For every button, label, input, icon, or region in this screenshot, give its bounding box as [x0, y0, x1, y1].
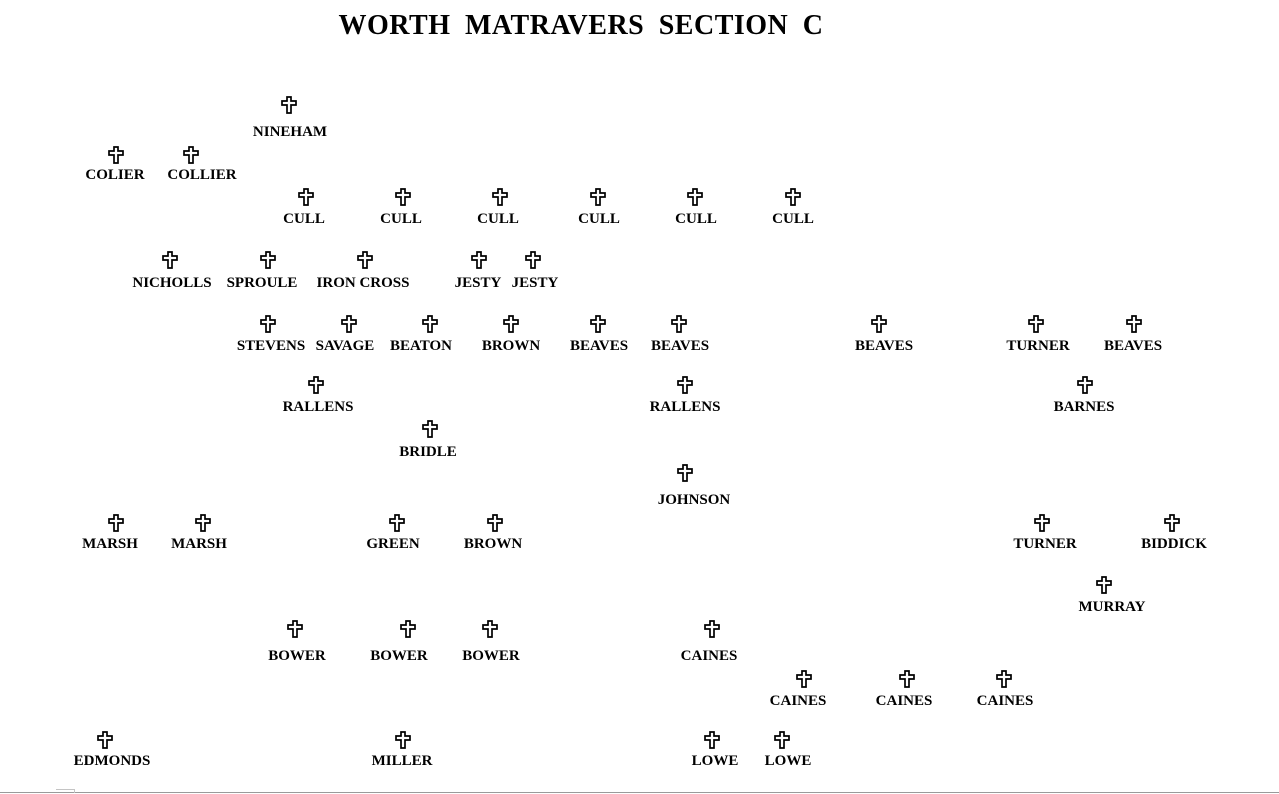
- grave-name: RALLENS: [282, 399, 354, 415]
- grave-name: JESTY: [511, 275, 559, 291]
- grave-name: SPROULE: [226, 275, 298, 291]
- cross-icon: [703, 620, 721, 638]
- grave-name: MILLER: [371, 753, 433, 769]
- grave-name: BROWN: [463, 536, 523, 552]
- cross-icon: [421, 420, 439, 438]
- cross-icon: [481, 620, 499, 638]
- grave-name: CULL: [675, 211, 717, 227]
- grave-name: COLLIER: [167, 167, 237, 183]
- cross-icon: [589, 188, 607, 206]
- cross-icon: [107, 146, 125, 164]
- grave-name: MURRAY: [1078, 599, 1146, 615]
- cross-icon: [670, 315, 688, 333]
- cross-icon: [307, 376, 325, 394]
- cross-icon: [773, 731, 791, 749]
- grave-name: BOWER: [268, 648, 326, 664]
- cross-icon: [524, 251, 542, 269]
- grave-name: BEAVES: [854, 338, 914, 354]
- cross-icon: [470, 251, 488, 269]
- page-edge: [0, 792, 1279, 793]
- cross-icon: [388, 514, 406, 532]
- grave-name: SAVAGE: [315, 338, 375, 354]
- cross-icon: [1027, 315, 1045, 333]
- grave-name: LOWE: [691, 753, 739, 769]
- grave-name: BOWER: [462, 648, 520, 664]
- grave-name: CAINES: [976, 693, 1034, 709]
- cross-icon: [589, 315, 607, 333]
- cross-icon: [491, 188, 509, 206]
- grave-name: JESTY: [454, 275, 502, 291]
- grave-name: CULL: [772, 211, 814, 227]
- cross-icon: [676, 376, 694, 394]
- grave-name: MARSH: [82, 536, 138, 552]
- grave-name: CULL: [380, 211, 422, 227]
- cross-icon: [394, 188, 412, 206]
- grave-name: BEAVES: [1103, 338, 1163, 354]
- grave-name: CULL: [283, 211, 325, 227]
- grave-name: CAINES: [680, 648, 738, 664]
- cross-icon: [356, 251, 374, 269]
- map-title: WORTH MATRAVERS SECTION C: [338, 10, 824, 41]
- cross-icon: [502, 315, 520, 333]
- cross-icon: [784, 188, 802, 206]
- cross-icon: [486, 514, 504, 532]
- cross-icon: [686, 188, 704, 206]
- grave-name: EDMONDS: [73, 753, 151, 769]
- cross-icon: [676, 464, 694, 482]
- grave-name: RALLENS: [649, 399, 721, 415]
- cross-icon: [280, 96, 298, 114]
- cross-icon: [795, 670, 813, 688]
- grave-name: TURNER: [1006, 338, 1070, 354]
- page-corner: [56, 789, 75, 793]
- grave-name: IRON CROSS: [316, 275, 410, 291]
- cross-icon: [1095, 576, 1113, 594]
- cross-icon: [399, 620, 417, 638]
- cross-icon: [286, 620, 304, 638]
- cross-icon: [1125, 315, 1143, 333]
- cross-icon: [96, 731, 114, 749]
- grave-name: BEAVES: [569, 338, 629, 354]
- cross-icon: [161, 251, 179, 269]
- cross-icon: [259, 251, 277, 269]
- grave-name: BIDDICK: [1141, 536, 1207, 552]
- grave-name: CULL: [578, 211, 620, 227]
- grave-name: NINEHAM: [252, 124, 328, 140]
- cross-icon: [1076, 376, 1094, 394]
- cross-icon: [194, 514, 212, 532]
- cross-icon: [182, 146, 200, 164]
- grave-name: BEATON: [390, 338, 452, 354]
- cross-icon: [107, 514, 125, 532]
- grave-name: CULL: [477, 211, 519, 227]
- grave-name: TURNER: [1013, 536, 1077, 552]
- cross-icon: [259, 315, 277, 333]
- grave-name: CAINES: [875, 693, 933, 709]
- grave-name: BEAVES: [650, 338, 710, 354]
- grave-name: BARNES: [1053, 399, 1115, 415]
- grave-name: MARSH: [171, 536, 227, 552]
- cross-icon: [898, 670, 916, 688]
- cross-icon: [995, 670, 1013, 688]
- grave-name: BRIDLE: [399, 444, 457, 460]
- cross-icon: [297, 188, 315, 206]
- grave-name: NICHOLLS: [132, 275, 212, 291]
- cross-icon: [340, 315, 358, 333]
- grave-name: BROWN: [481, 338, 541, 354]
- grave-name: COLIER: [85, 167, 145, 183]
- cross-icon: [421, 315, 439, 333]
- cross-icon: [1163, 514, 1181, 532]
- grave-name: LOWE: [764, 753, 812, 769]
- cross-icon: [1033, 514, 1051, 532]
- grave-name: JOHNSON: [657, 492, 731, 508]
- cross-icon: [394, 731, 412, 749]
- cross-icon: [703, 731, 721, 749]
- grave-name: GREEN: [366, 536, 420, 552]
- grave-name: CAINES: [769, 693, 827, 709]
- grave-name: STEVENS: [236, 338, 306, 354]
- grave-name: BOWER: [370, 648, 428, 664]
- cross-icon: [870, 315, 888, 333]
